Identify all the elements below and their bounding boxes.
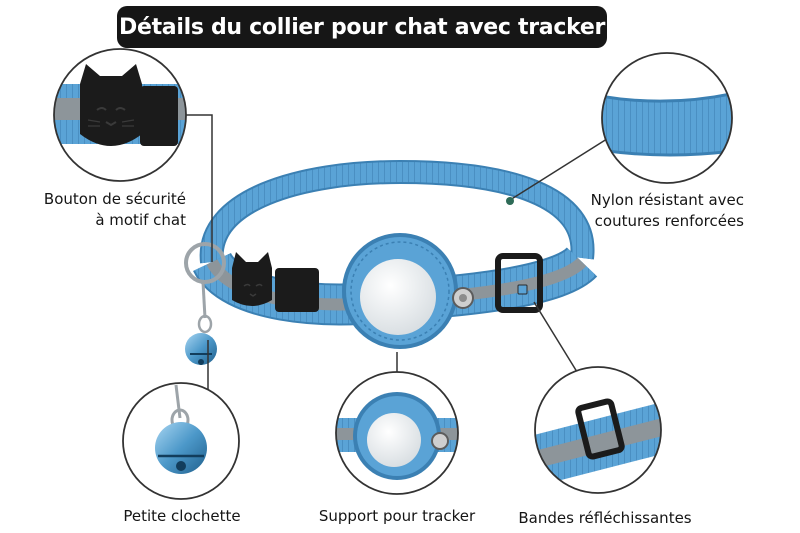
label-safety-button: Bouton de sécurité à motif chat <box>44 189 186 231</box>
label-safety-button-line1: Bouton de sécurité <box>43 190 186 208</box>
label-nylon-line2: coutures renforcées <box>594 212 744 230</box>
cat-face-buckle-icon <box>232 252 319 312</box>
tracker-disc-icon <box>360 259 436 335</box>
detail-circle-bell <box>122 382 240 500</box>
slider-buckle <box>495 253 543 313</box>
detail-circle-nylon <box>601 52 733 184</box>
label-nylon-line1: Nylon résistant avec <box>590 191 744 209</box>
bell-assembly <box>184 242 226 365</box>
label-tracker-holder-text: Support pour tracker <box>318 507 476 525</box>
label-reflective: Bandes réfléchissantes <box>508 508 702 529</box>
label-nylon: Nylon résistant avec coutures renforcées <box>591 190 744 232</box>
detail-circle-tracker <box>335 371 459 495</box>
bell-icon <box>185 333 217 365</box>
label-bell-text: Petite clochette <box>123 507 241 525</box>
detail-circle-reflective <box>534 366 662 494</box>
label-safety-button-line2: à motif chat <box>95 211 186 229</box>
pointer-dot <box>506 197 514 205</box>
label-bell: Petite clochette <box>106 506 258 527</box>
page-title: Détails du collier pour chat avec tracke… <box>119 14 605 40</box>
detail-circle-safety-button <box>53 48 187 182</box>
title-banner: Détails du collier pour chat avec tracke… <box>117 6 607 48</box>
tracker-holder <box>342 233 474 349</box>
label-reflective-text: Bandes réfléchissantes <box>518 509 692 527</box>
label-tracker-holder: Support pour tracker <box>307 506 487 527</box>
